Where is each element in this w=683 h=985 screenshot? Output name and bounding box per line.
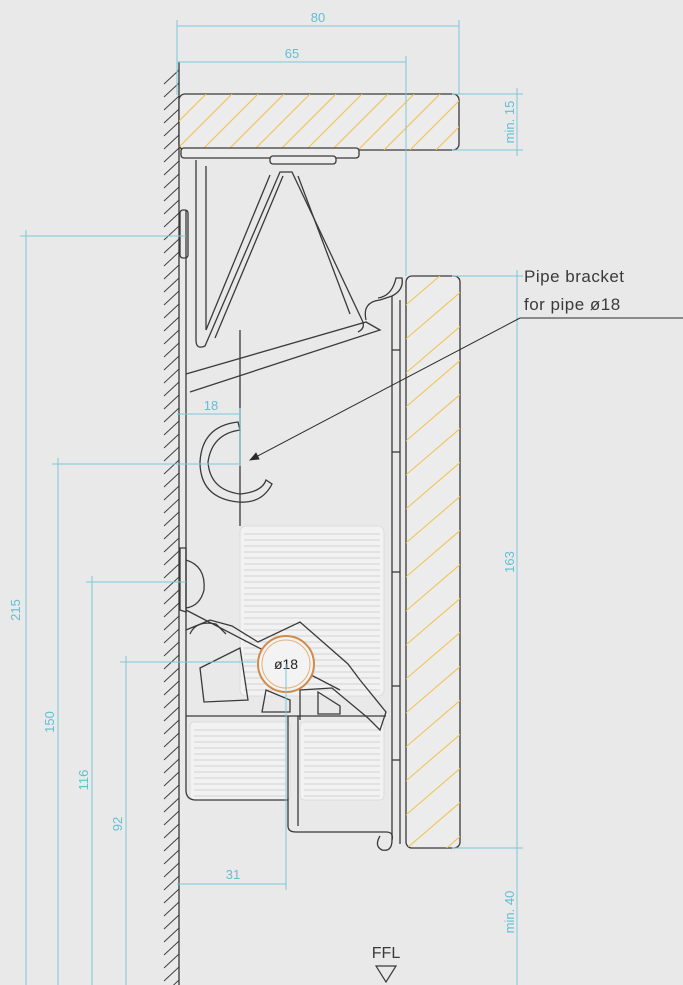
dim-height-92: 92 [110,817,125,831]
bracket-profile [179,147,403,851]
dim-floor-gap: min. 40 [502,891,517,934]
dim-width-total: 80 [311,10,325,25]
dim-bracket-offset: 18 [204,398,218,413]
ffl-label: FFL [372,945,401,962]
dim-height-116: 116 [76,770,91,791]
dim-front-height: 163 [502,551,517,573]
dim-width-inner: 65 [285,46,299,61]
finished-floor-level: FFL [372,945,401,984]
pipe-bracket-callout: Pipe bracket for pipe ø18 [249,267,683,461]
dim-pipe-offset: 31 [226,867,240,882]
callout-line-2: for pipe ø18 [524,295,621,314]
ffl-marker-icon [374,965,398,984]
dim-top-thickness: min. 15 [502,101,517,144]
dimension-lines: 80 65 min. 15 163 min. 40 18 31 215 150 [8,10,523,985]
callout-line-1: Pipe bracket [524,267,625,286]
wall [163,62,180,985]
top-cover-board [178,93,460,151]
dim-height-215: 215 [8,599,23,621]
dim-height-150: 150 [42,711,57,733]
front-cover-board [405,275,461,849]
